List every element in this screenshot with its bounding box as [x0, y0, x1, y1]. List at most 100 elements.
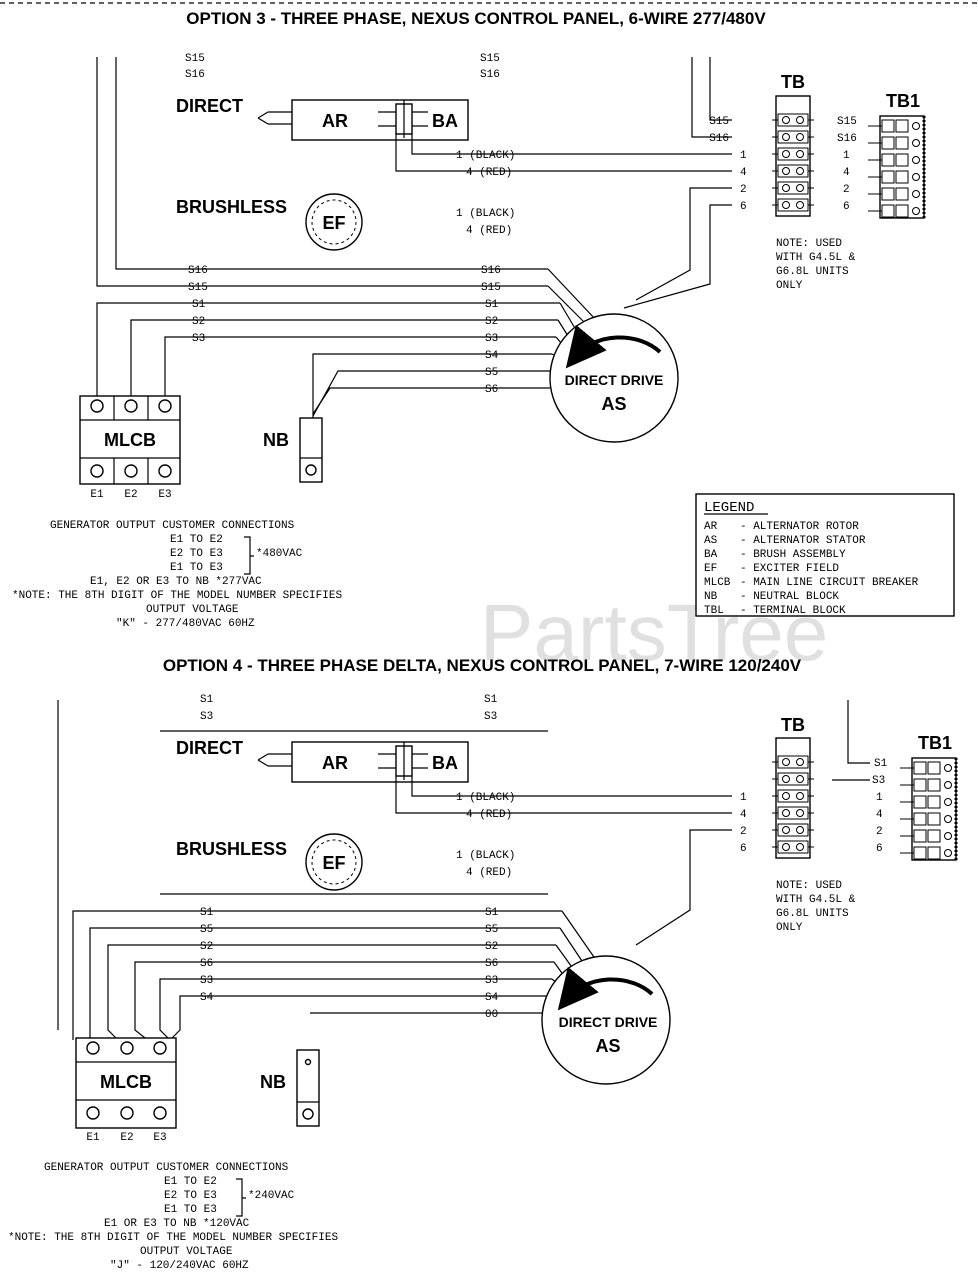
opt4-tb-right-label-5: 6	[876, 843, 883, 855]
opt3-rotor-box	[291, 99, 469, 141]
opt3-nb-terminal	[305, 464, 317, 476]
opt4-note-0: GENERATOR OUTPUT CUSTOMER CONNECTIONS	[44, 1162, 289, 1174]
legend-desc: - MAIN LINE CIRCUIT BREAKER	[740, 577, 919, 589]
opt4-ef-circle	[305, 833, 363, 891]
opt3-left-wire-label-1: S15	[188, 282, 208, 294]
opt4-left-wire-label-5: S4	[200, 992, 214, 1004]
opt4-left-wire-label-4: S3	[200, 975, 213, 987]
tb1-terminal-row	[900, 778, 952, 792]
legend-item: TBL- TERMINAL BLOCK	[704, 605, 846, 617]
tb1-terminal-row	[868, 170, 920, 184]
opt4-tb-label: TB	[781, 715, 805, 735]
opt4-tb-right-label-1: S3	[872, 775, 885, 787]
tb1-terminal-row	[900, 795, 952, 809]
opt4-as-line1: DIRECT DRIVE	[559, 1014, 658, 1030]
opt3-tb-right-label-0: S15	[837, 116, 857, 128]
opt4-note-bracket	[236, 1178, 246, 1217]
opt3-wire-s6	[312, 387, 550, 415]
opt4-direct-label: DIRECT	[176, 738, 243, 758]
terminal-row	[772, 806, 814, 820]
legend-item: NB - NEUTRAL BLOCK	[704, 591, 839, 603]
opt4-note-2: E2 TO E3	[164, 1190, 217, 1202]
terminal-row	[772, 840, 814, 854]
legend-code: MLCB	[704, 577, 731, 589]
opt4-nb-block	[296, 1049, 320, 1127]
terminal-row	[772, 789, 814, 803]
legend-title: LEGEND	[704, 500, 754, 516]
opt3-tb-left-label-3: 4	[740, 167, 747, 179]
option3-title: OPTION 3 - THREE PHASE, NEXUS CONTROL PA…	[186, 9, 766, 28]
opt3-mlcb-out2	[124, 464, 138, 478]
opt3-tb-wire-2	[635, 187, 732, 301]
opt3-ba-label: BA	[432, 111, 458, 131]
opt3-tb-right-label-4: 2	[843, 184, 850, 196]
opt4-mlcb-label: MLCB	[100, 1072, 152, 1092]
opt4-stator-converge	[551, 910, 597, 985]
opt3-stator-wire-label-6: S5	[485, 367, 498, 379]
opt3-stator-converge	[547, 268, 597, 357]
opt4-stator-wire-label-4: S3	[485, 975, 498, 987]
legend-code: NB	[704, 591, 718, 603]
opt3-tb-right-label-3: 4	[843, 167, 850, 179]
opt4-left-wire-label-1: S5	[200, 924, 213, 936]
terminal-row	[772, 823, 814, 837]
opt4-wire-s5	[89, 927, 560, 1040]
opt4-tb-left-label-1: 4	[740, 809, 747, 821]
opt4-note-6: *NOTE: THE 8TH DIGIT OF THE MODEL NUMBER…	[8, 1232, 338, 1244]
terminal-row	[772, 164, 814, 178]
opt4-brushless-label: BRUSHLESS	[176, 839, 287, 859]
tb1-terminal-row	[868, 136, 920, 150]
legend-desc: - EXCITER FIELD	[740, 563, 839, 575]
opt4-as-line2: AS	[595, 1036, 620, 1056]
opt3-tb-right-label-1: S16	[837, 133, 857, 145]
opt4-tb-right-label-4: 2	[876, 826, 883, 838]
legend-code: TBL	[704, 605, 724, 617]
opt4-output-e3: E3	[153, 1132, 166, 1144]
opt4-stator-wire-label-2: S2	[485, 941, 498, 953]
tb1-terminal-row	[900, 812, 952, 826]
opt3-stator-wire-label-5: S4	[485, 350, 499, 362]
opt3-tb-note-1: WITH G4.5L &	[776, 252, 856, 264]
opt3-wire-s2	[130, 319, 558, 400]
opt4-top-label-left-2: S3	[200, 711, 213, 723]
opt3-note-2: E2 TO E3	[170, 548, 223, 560]
opt4-tb-note-3: ONLY	[776, 922, 803, 934]
opt4-stator-wire-label-0: S1	[485, 907, 499, 919]
legend-item: AS- ALTERNATOR STATOR	[704, 535, 866, 547]
opt3-note-7: OUTPUT VOLTAGE	[146, 604, 239, 616]
terminal-row	[772, 181, 814, 195]
opt3-mlcb-out3	[158, 464, 172, 478]
opt4-ar-label: AR	[322, 753, 348, 773]
option4-section: OPTION 4 - THREE PHASE DELTA, NEXUS CONT…	[8, 656, 958, 1272]
opt3-brush-assembly	[378, 100, 428, 138]
opt4-top-label-right-2: S3	[484, 711, 497, 723]
terminal-row	[772, 772, 814, 786]
option3-section: OPTION 3 - THREE PHASE, NEXUS CONTROL PA…	[12, 9, 926, 630]
legend-item: BA- BRUSH ASSEMBLY	[704, 549, 846, 561]
opt4-tb-right-label-0: S1	[874, 758, 888, 770]
opt3-output-e2: E2	[124, 489, 137, 501]
opt3-tb-label: TB	[781, 72, 805, 92]
option4-title: OPTION 4 - THREE PHASE DELTA, NEXUS CONT…	[163, 656, 802, 675]
opt3-stator-wire-label-2: S1	[485, 299, 499, 311]
legend-desc: - NEUTRAL BLOCK	[740, 591, 839, 603]
legend-item: MLCB - MAIN LINE CIRCUIT BREAKER	[704, 577, 919, 589]
opt4-tb-note-2: G6.8L UNITS	[776, 908, 849, 920]
opt4-shaft	[257, 753, 292, 767]
terminal-row	[772, 147, 814, 161]
opt4-left-wire-label-3: S6	[200, 958, 213, 970]
opt4-tb1-block	[911, 757, 957, 861]
opt3-wire-s3	[164, 336, 556, 400]
opt4-nb-label: NB	[260, 1072, 286, 1092]
terminal-row	[772, 755, 814, 769]
opt4-note-3: E1 TO E3	[164, 1204, 217, 1216]
opt3-tb-right-label-2: 1	[843, 150, 850, 162]
opt3-wire-black	[411, 134, 548, 155]
opt3-note-0: GENERATOR OUTPUT CUSTOMER CONNECTIONS	[50, 520, 295, 532]
opt3-note-bracket	[244, 536, 254, 575]
terminal-row	[772, 130, 814, 144]
opt3-as-line1: DIRECT DRIVE	[565, 372, 664, 388]
opt4-nb-terminal	[302, 1108, 314, 1120]
opt4-output-e2: E2	[120, 1132, 133, 1144]
